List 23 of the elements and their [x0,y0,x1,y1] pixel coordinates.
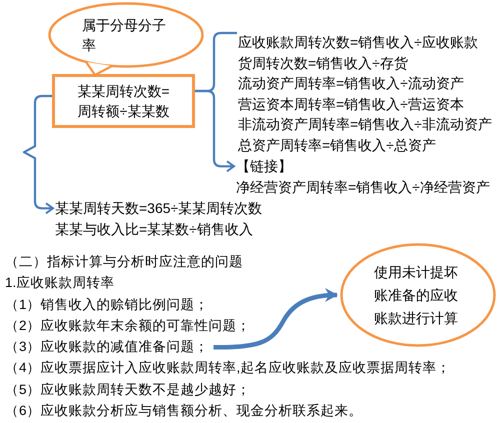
section-heading: （二）指标计算与分析时应注意的问题 [5,253,243,271]
formula-text: 某某周转天数=365÷某某周转次数 [55,199,262,218]
formula-text: 净经营资产周转率=销售收入÷净经营资产 [236,178,490,197]
formula-text: 货周转次数=销售收入÷存货 [238,54,408,73]
list-item-text: （5）应收账款周转天数不是越少越好； [5,381,251,399]
link-heading: 【链接】 [236,157,292,176]
list-item-text: （3）应收账款的减值准备问题； [5,337,209,358]
formula-text: 某某与收入比=某某数÷销售收入 [55,220,253,239]
subheading-text: 1.应收账款周转率 [5,274,114,292]
callout-tail [84,60,114,76]
formula-text: 流动资产周转率=销售收入÷流动资产 [238,74,464,94]
callout-ellipse: 使用未计提坏账准备的应收账款进行计算 [340,243,496,347]
bracket-arrow [195,90,235,172]
speech-bubble: 属于分母分子率 [48,2,204,68]
list-item-text: （6）应收账款分析应与销售额分析、现金分析联系起来。 [5,402,363,420]
formula-text: 应收账款周转次数=销售收入÷应收账款 [238,33,478,52]
curved-arrow [213,288,338,350]
list-item-text: （1）销售收入的赊销比例问题； [5,296,209,314]
formula-text: 总资产周转率=销售收入÷总资产 [238,136,436,155]
formula-text: 非流动资产周转率=销售收入÷非流动资产 [238,115,492,134]
formula-text: 营运资本周转率=销售收入÷营运资本 [238,94,464,114]
list-item-text: （2）应收账款年末余额的可靠性问题； [5,317,251,335]
list-item-text: （4）应收票据应计入应收账款周转率,起名应收账款及应收票据周转率； [5,359,450,377]
